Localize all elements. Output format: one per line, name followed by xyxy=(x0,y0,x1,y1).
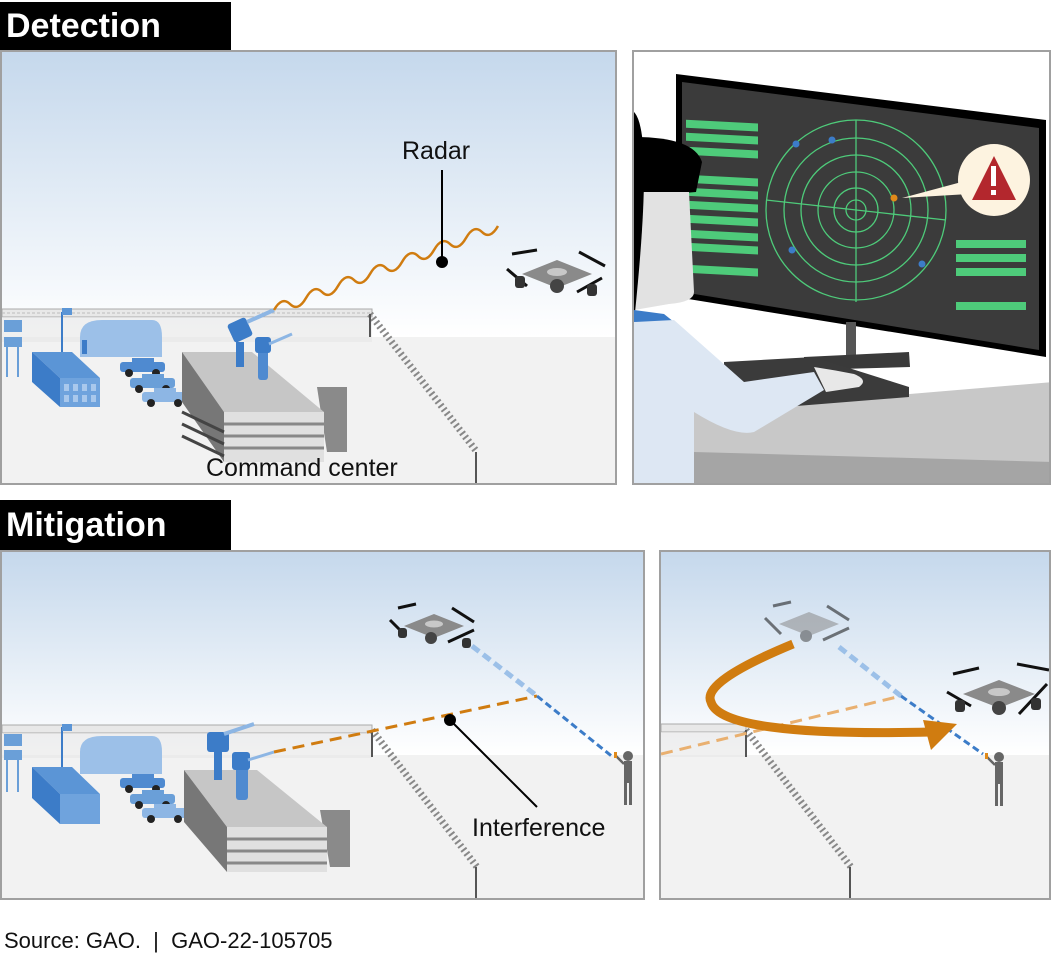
perimeter-fence xyxy=(2,724,480,898)
radar-equipment-icon xyxy=(227,308,293,380)
hangar-icon xyxy=(80,736,162,774)
drone-pilot-person xyxy=(614,751,633,805)
command-center-building xyxy=(184,770,350,872)
command-center-label: Command center xyxy=(206,454,398,482)
screen-data-bars-left xyxy=(686,119,758,277)
screen-data-bars-right xyxy=(956,240,1026,310)
office-building-icon xyxy=(32,308,100,407)
mitigation-heading: Mitigation xyxy=(0,500,231,550)
radar-blips xyxy=(788,136,926,268)
perimeter-fence xyxy=(2,308,480,483)
source-note: Source: GAO. | GAO-22-105705 xyxy=(4,928,333,953)
mitigation-scene-panel: Interference xyxy=(0,550,645,900)
alert-callout xyxy=(902,144,1030,216)
drone-icon xyxy=(388,602,475,648)
office-building-icon xyxy=(32,724,100,824)
interference-label: Interference xyxy=(472,814,606,842)
redirect-arrowhead xyxy=(923,720,957,750)
drone-original-position-icon xyxy=(763,600,850,642)
drone-redirected-icon xyxy=(946,662,1049,716)
monitor xyxy=(676,74,1046,370)
vehicles-icon xyxy=(120,358,187,407)
watch-tower-icon xyxy=(4,734,22,792)
interference-beam xyxy=(273,694,538,754)
command-center-building xyxy=(181,352,347,462)
radar-signal-wave xyxy=(272,225,500,311)
threat-blip xyxy=(890,194,898,202)
operator-person xyxy=(634,112,863,483)
control-link xyxy=(536,694,615,760)
sky xyxy=(2,52,615,337)
interference-leader-line xyxy=(449,719,538,808)
hangar-icon xyxy=(80,320,162,357)
detection-heading: Detection xyxy=(0,2,231,50)
drone-icon xyxy=(506,248,606,296)
radar-leader-dot xyxy=(436,256,448,268)
drone-redirect-panel xyxy=(659,550,1051,900)
watch-tower-icon xyxy=(4,320,22,377)
radar-operator-panel xyxy=(632,50,1051,485)
radar-scope xyxy=(765,119,947,302)
radar-label: Radar xyxy=(402,137,471,165)
vehicles-icon xyxy=(120,774,187,823)
redirect-arrow xyxy=(705,639,932,738)
jammer-equipment-icon xyxy=(207,722,275,800)
drone-pilot-person xyxy=(985,752,1004,806)
detection-scene-panel: Radar Command center xyxy=(0,50,617,485)
